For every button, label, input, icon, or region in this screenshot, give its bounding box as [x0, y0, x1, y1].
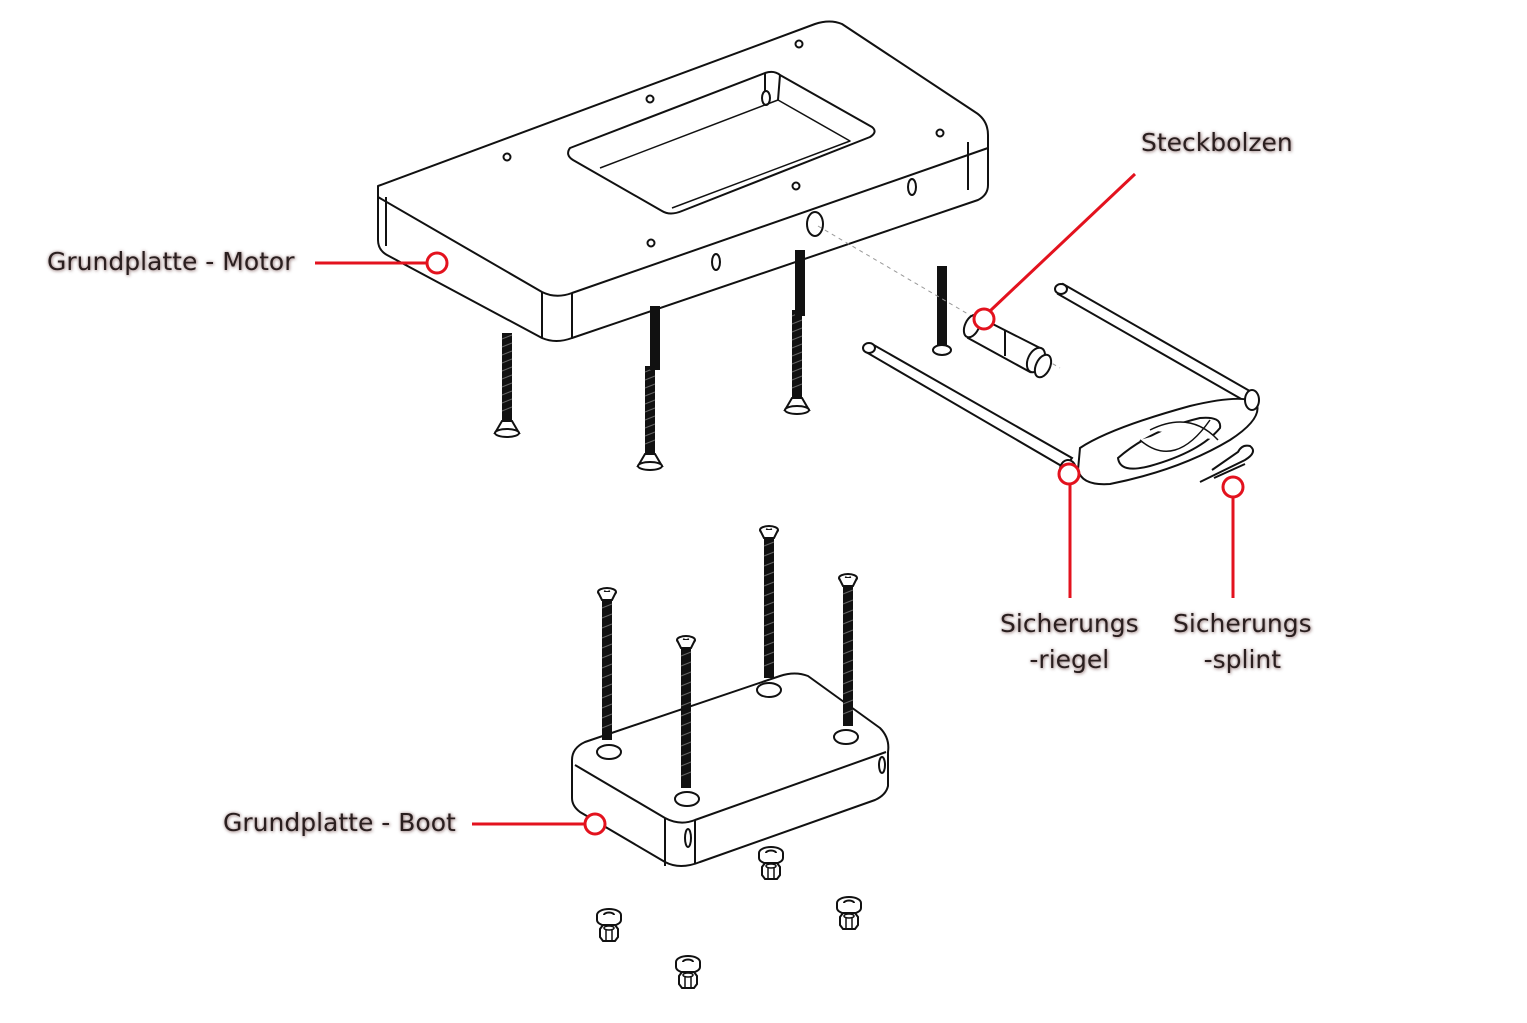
label-grundplatte-boot: Grundplatte - Boot [223, 808, 456, 837]
label-steckbolzen: Steckbolzen [1141, 128, 1293, 157]
motor-plate-screws [494, 250, 952, 471]
cotter-pin [1199, 444, 1255, 483]
locking-latch [862, 282, 1260, 486]
label-sicherungsriegel-line2: -riegel [1029, 645, 1110, 674]
label-sicherungssplint-line1: Sicherungs [1173, 609, 1312, 638]
callouts [315, 172, 1245, 836]
callout-marker-boot [583, 812, 607, 836]
callout-marker-steckbolzen [972, 307, 996, 331]
label-sicherungssplint-line2: -splint [1203, 645, 1282, 674]
callout-marker-motor [425, 251, 449, 275]
callout-line-steckbolzen [988, 172, 1137, 313]
nuts-and-washers [596, 846, 862, 989]
callout-marker-splint [1221, 475, 1245, 499]
boat-base-plate [571, 672, 890, 867]
label-sicherungsriegel-line1: Sicherungs [1000, 609, 1139, 638]
motor-base-plate [377, 20, 989, 342]
label-sicherungsriegel: Sicherungs -riegel [1000, 606, 1139, 678]
callout-marker-riegel [1057, 462, 1081, 486]
label-grundplatte-motor: Grundplatte - Motor [47, 247, 295, 276]
label-sicherungssplint: Sicherungs -splint [1173, 606, 1312, 678]
